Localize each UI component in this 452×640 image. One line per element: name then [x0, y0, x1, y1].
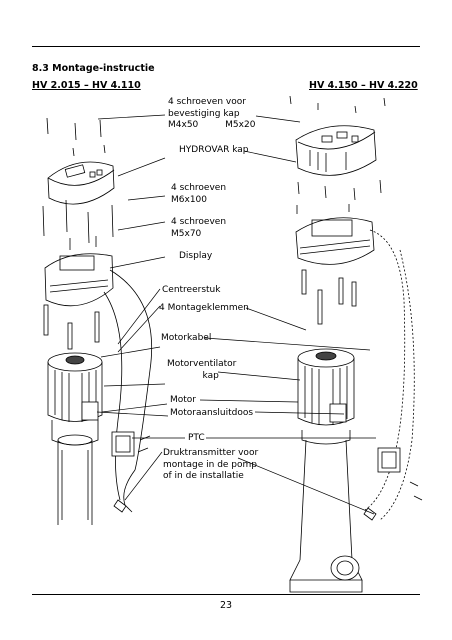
screws-left-mid	[42, 199, 114, 250]
label-motor: Motor	[170, 395, 197, 405]
label-fan-cover-line1: Motorventilator	[167, 359, 237, 369]
transmitter-left	[113, 499, 133, 513]
motor-left	[47, 352, 103, 446]
transmitter-right	[363, 481, 423, 521]
label-screws-cover-line3: M4x50 M5x20	[168, 120, 255, 132]
label-ptc: PTC	[188, 433, 205, 443]
leader-lines	[96, 114, 376, 515]
label-screws-m5x70-line2: M5x70	[171, 228, 202, 239]
label-m4x50: M4x50	[168, 120, 199, 130]
inverter-base-right	[295, 217, 375, 265]
label-screws-m5x70: 4 schroeven M5x70	[171, 217, 226, 240]
label-mounting-clamps: 4 Montageklemmen	[159, 303, 249, 313]
ptc-left	[111, 431, 151, 457]
page-number: 23	[219, 600, 233, 611]
hydrovar-cover-left	[47, 161, 115, 205]
label-motor-cable: Motorkabel	[161, 333, 212, 343]
label-screws-m6x100-line2: M6x100	[171, 194, 207, 205]
label-display: Display	[179, 251, 213, 261]
label-m5x20: M5x20	[225, 120, 256, 130]
label-fan-cover-line2: kap	[202, 370, 219, 381]
cable-right	[364, 229, 415, 521]
pump-right	[289, 430, 363, 593]
label-screws-cover-line1: 4 schroeven voor	[168, 97, 246, 107]
cable-left	[103, 269, 153, 506]
hydrovar-cover-right	[295, 125, 377, 176]
label-transmitter-line1: Druktransmitter voor	[163, 448, 259, 458]
screws-left-top	[46, 117, 106, 157]
top-rule	[32, 46, 420, 47]
header-left-models: HV 2.015 – HV 4.110	[32, 80, 141, 91]
label-centering-piece: Centreerstuk	[162, 285, 221, 295]
clamps-left	[43, 304, 100, 350]
pump-left	[57, 434, 93, 525]
label-fan-cover: Motorventilator kap	[167, 359, 236, 382]
screws-right-top	[289, 95, 386, 114]
header-right-models: HV 4.150 – HV 4.220	[309, 80, 418, 91]
bottom-rule	[32, 594, 420, 595]
label-transmitter-line2: montage in de pomp	[163, 459, 258, 470]
label-screws-cover: 4 schroeven voor bevestiging kap M4x50 M…	[168, 97, 255, 132]
clamps-right	[301, 269, 357, 325]
label-screws-cover-line2: bevestiging kap	[168, 108, 240, 119]
label-terminal-box: Motoraansluitdoos	[170, 408, 254, 418]
label-hydrovar-cover: HYDROVAR kap	[179, 145, 249, 155]
label-screws-m5x70-line1: 4 schroeven	[171, 217, 227, 227]
label-transmitter-line3: of in de installatie	[163, 471, 244, 481]
ptc-right	[377, 447, 401, 473]
label-pressure-transmitter: Druktransmitter voor montage in de pomp …	[163, 448, 258, 483]
label-screws-m6x100: 4 schroeven M6x100	[171, 183, 226, 206]
motor-right	[297, 348, 355, 426]
inverter-base-left	[44, 253, 114, 307]
label-screws-m6x100-line1: 4 schroeven	[171, 183, 227, 193]
section-heading: 8.3 Montage-instructie	[32, 63, 155, 74]
screws-right-mid	[296, 179, 382, 214]
